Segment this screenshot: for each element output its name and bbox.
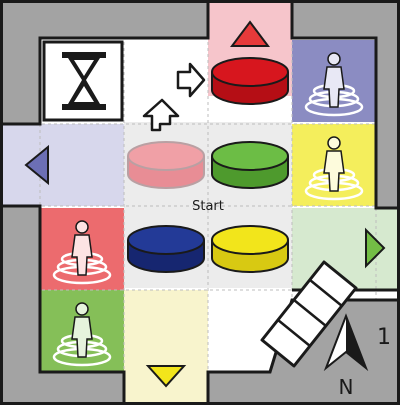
yellow-pawn[interactable]	[211, 225, 289, 273]
triangle-up-icon	[230, 20, 270, 47]
green-teleport-figure-icon	[52, 302, 112, 367]
blue-pawn[interactable]	[127, 225, 205, 273]
start-label: Start	[192, 199, 224, 214]
yellow-teleport-figure-icon	[304, 136, 364, 201]
escalator-icon	[260, 260, 358, 368]
purple-teleport-figure-icon	[304, 52, 364, 117]
yellow-exit-zone	[124, 290, 208, 405]
wall-top-right	[290, 0, 400, 210]
hourglass-icon	[42, 40, 124, 122]
wall-bottom-left	[0, 204, 126, 405]
board-number-label: 1	[377, 325, 391, 350]
purple-exit-zone	[0, 124, 124, 206]
triangle-left-icon	[24, 144, 49, 186]
green-pawn[interactable]	[211, 141, 289, 189]
arrow-right-icon	[176, 62, 206, 98]
red-pawn[interactable]	[211, 57, 289, 105]
triangle-down-icon	[145, 365, 187, 388]
compass-icon	[323, 313, 369, 372]
arrow-up-icon	[142, 98, 180, 132]
red-teleport-figure-icon	[52, 220, 112, 285]
wall-top-left	[0, 0, 210, 126]
triangle-right-icon	[365, 227, 386, 269]
compass-north-label: N	[339, 375, 354, 399]
ghost-pawn	[127, 141, 205, 189]
